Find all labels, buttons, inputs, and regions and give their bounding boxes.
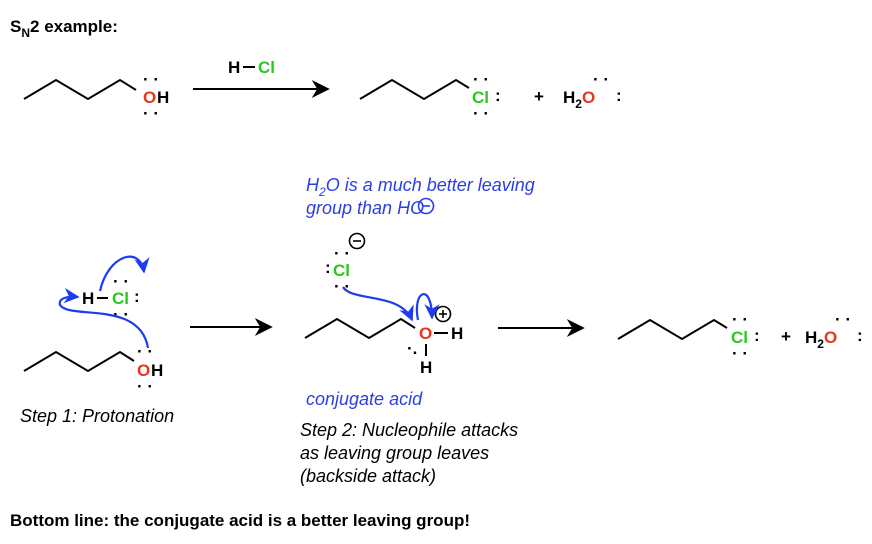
lone-pair-1b: · · [143, 104, 159, 123]
butyl-chain-2 [359, 78, 470, 101]
butyl-chain-5 [617, 318, 728, 341]
lone-pair-5a: · · [137, 342, 153, 361]
lone-pair-6a: : [325, 258, 331, 277]
lone-pair-2b: · · [473, 104, 489, 123]
lone-pair-7: ·. [407, 339, 417, 358]
hydrogen-atom-4: H [420, 358, 432, 377]
lone-pair-2c: : [495, 86, 501, 105]
hydrogen-atom-1: H [157, 88, 169, 107]
conjugate-acid-label: conjugate acid [306, 389, 423, 409]
negative-charge-icon [348, 232, 366, 250]
step2-label-3: (backside attack) [300, 466, 436, 486]
lone-pair-4a: · · [113, 272, 129, 291]
reagent-cl: Cl [258, 58, 275, 77]
oxygen-atom-2: O [137, 361, 150, 380]
heading: SN2 example: [10, 17, 118, 40]
lone-pair-6c: · · [334, 277, 350, 296]
lone-pair-3a: · · [593, 70, 609, 89]
plus-sign-1: + [534, 87, 544, 106]
reagent-h: H [228, 58, 240, 77]
lone-pair-6b: · · [334, 244, 350, 263]
note-line-2: group than HO [306, 198, 424, 218]
lone-pair-9b: : [857, 326, 863, 345]
plus-sign-2: + [781, 327, 791, 346]
note-line-1: H2O is a much better leaving [306, 175, 535, 199]
negative-charge-icon [417, 197, 435, 215]
chlorine-atom-2: Cl [731, 328, 748, 347]
lone-pair-9a: · · [835, 310, 851, 329]
lone-pair-8c: : [754, 326, 760, 345]
hcl-h: H [82, 289, 94, 308]
water-1: H2O [563, 88, 595, 111]
chloride-atom: Cl [333, 261, 350, 280]
curved-arrow-2 [98, 255, 150, 292]
curved-arrow-4 [415, 293, 440, 321]
hcl-cl: Cl [112, 289, 129, 308]
step1-label: Step 1: Protonation [20, 406, 174, 426]
lone-pair-4c: : [134, 287, 140, 306]
lone-pair-3b: : [616, 86, 622, 105]
oxygen-atom-1: O [143, 88, 156, 107]
lone-pair-1a: · · [143, 70, 159, 89]
lone-pair-8a: · · [732, 310, 748, 329]
hydrogen-atom-3: H [451, 324, 463, 343]
positive-charge-icon [434, 305, 452, 323]
chlorine-atom-1: Cl [472, 88, 489, 107]
step2-label-2: as leaving group leaves [300, 443, 489, 463]
lone-pair-2a: · · [473, 70, 489, 89]
curved-arrow-1 [58, 287, 150, 349]
hydrogen-atom-2: H [151, 361, 163, 380]
step2-label-1: Step 2: Nucleophile attacks [300, 420, 518, 440]
butyl-chain-4 [304, 317, 416, 340]
lone-pair-8b: · · [732, 344, 748, 363]
oxygen-atom-3: O [419, 324, 432, 343]
water-2: H2O [805, 328, 837, 351]
butyl-chain-3 [23, 350, 135, 373]
lone-pair-5b: · · [137, 377, 153, 396]
curved-arrow-3 [342, 286, 414, 322]
butyl-chain-1 [23, 78, 137, 101]
bottom-line: Bottom line: the conjugate acid is a bet… [10, 511, 470, 530]
